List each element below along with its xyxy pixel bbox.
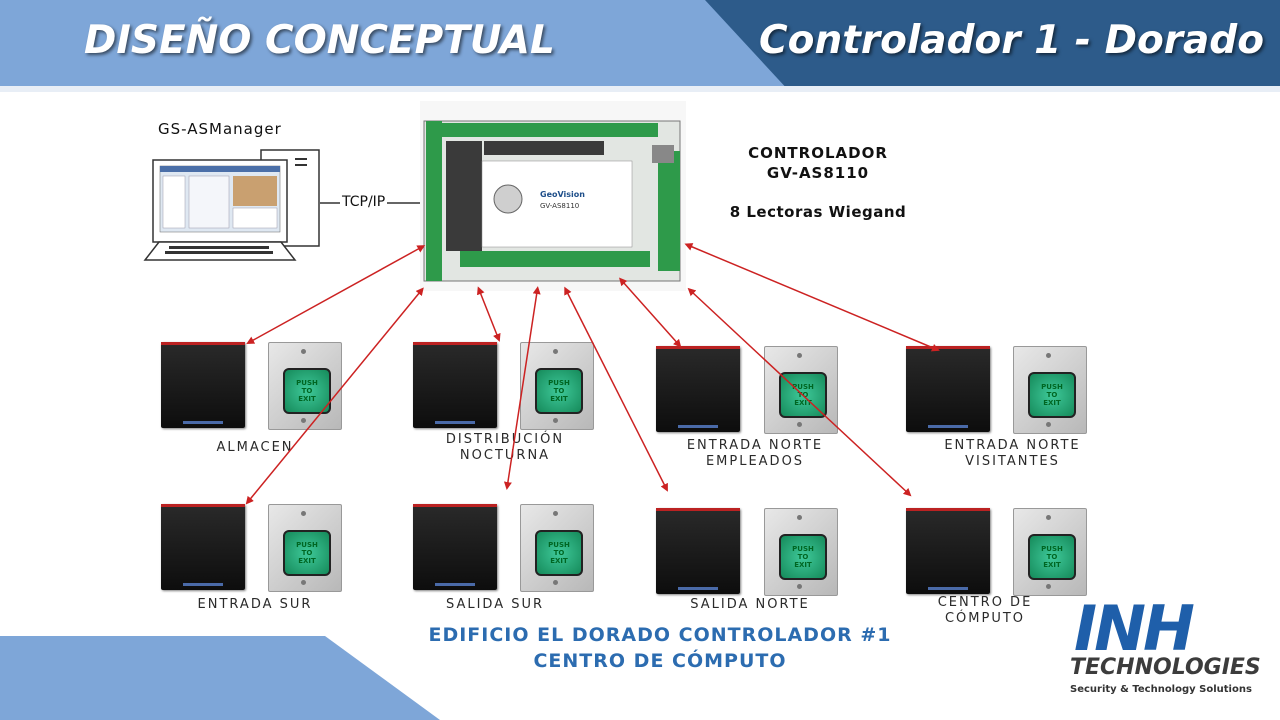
arrow-distribucion <box>477 286 501 342</box>
software-label: GS-ASManager <box>158 120 282 138</box>
logo-tagline: Security & Technology Solutions <box>1070 684 1252 695</box>
door-label-salida-norte: SALIDA NORTE <box>690 597 810 612</box>
controller-board: GeoVision GV-AS8110 <box>420 101 686 291</box>
card-reader-almacen <box>161 342 245 428</box>
slide-title: DISEÑO CONCEPTUAL <box>84 18 555 63</box>
board-brand: GeoVision <box>540 190 585 199</box>
card-reader-centro-computo <box>906 508 990 594</box>
board-model: GV-AS8110 <box>540 202 579 210</box>
header-band <box>0 0 1280 92</box>
controller-title-line1: CONTROLADOR <box>748 144 888 162</box>
tcpip-label: TCP/IP <box>340 194 388 210</box>
slide-subtitle: Controlador 1 - Dorado <box>759 18 1264 63</box>
footer-title: EDIFICIO EL DORADO CONTROLADOR #1 CENTRO… <box>360 622 960 674</box>
card-reader-salida-norte <box>656 508 740 594</box>
logo-mark: INH <box>1074 592 1195 665</box>
arrow-entrada-norte-visitantes <box>684 243 940 352</box>
door-label-salida-sur: SALIDA SUR <box>445 597 545 612</box>
footer-title-line1: EDIFICIO EL DORADO CONTROLADOR #1 <box>428 624 892 646</box>
controller-title: CONTROLADOR GV-AS8110 <box>700 143 936 183</box>
workstation-icon <box>143 149 320 261</box>
company-logo: INH TECHNOLOGIES Security & Technology S… <box>1060 592 1261 706</box>
card-reader-distribucion <box>413 342 497 428</box>
card-reader-entrada-norte-visitantes <box>906 346 990 432</box>
logo-name: TECHNOLOGIES <box>1070 655 1261 680</box>
door-label-entrada-sur: ENTRADA SUR <box>197 597 313 612</box>
card-reader-salida-sur <box>413 504 497 590</box>
arrow-entrada-norte-empleados <box>619 277 682 348</box>
controller-model: GV-AS8110 <box>766 164 870 182</box>
card-reader-entrada-norte-empleados <box>656 346 740 432</box>
card-reader-entrada-sur <box>161 504 245 590</box>
controller-readers: 8 Lectoras Wiegand <box>729 203 907 221</box>
footer-title-line2: CENTRO DE CÓMPUTO <box>533 650 787 672</box>
controller-board-image: GeoVision GV-AS8110 <box>423 120 681 282</box>
door-label-almacen: ALMACEN <box>216 440 294 455</box>
